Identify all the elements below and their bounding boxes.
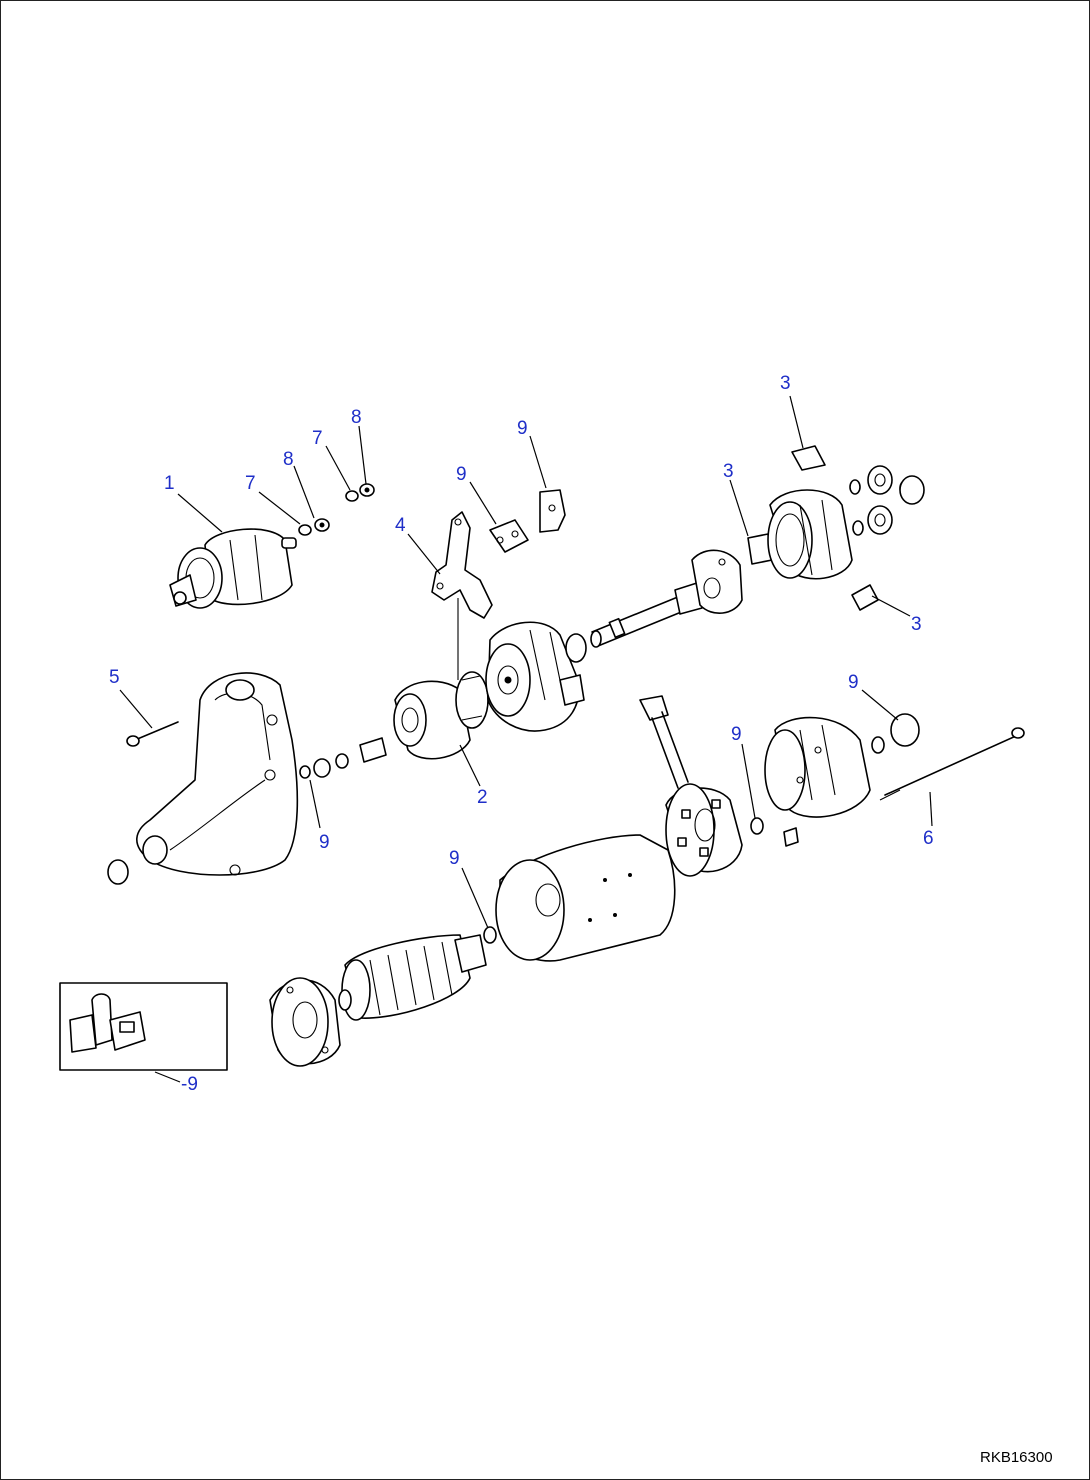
armature	[338, 934, 487, 1021]
terminal-washers-nuts	[298, 483, 375, 536]
pinion-clutch	[393, 671, 489, 760]
housing-bolt	[126, 721, 179, 747]
yoke-washer	[483, 926, 497, 944]
callout-8b: 8	[351, 407, 362, 428]
callout-3a: 3	[723, 461, 734, 482]
rear-cover	[764, 716, 871, 818]
callout-9b: 9	[517, 418, 528, 439]
planetary-shaft	[590, 581, 703, 648]
top-small-block	[791, 445, 826, 471]
internal-gear	[767, 489, 853, 580]
small-bracket-part	[851, 584, 879, 611]
inset-brush-holder	[59, 982, 228, 1071]
brush-holder-plate	[639, 695, 743, 877]
callout-9-inset: -9	[181, 1074, 198, 1095]
yoke	[495, 834, 676, 962]
end-frame	[269, 977, 341, 1067]
gear-housing	[485, 621, 585, 732]
drive-lever	[431, 511, 493, 680]
callout-8a: 8	[283, 449, 294, 470]
callout-2: 2	[477, 787, 488, 808]
callout-labels: 1 7 8 7 8 4 9 9 3 3 3 5 9 2 9 9 6 9 -9	[109, 373, 934, 1095]
callout-3c: 3	[911, 614, 922, 635]
small-nut	[783, 827, 799, 847]
callout-9c: 9	[319, 832, 330, 853]
rear-washer	[871, 736, 885, 754]
callout-4: 4	[395, 515, 406, 536]
shaft-small-parts	[299, 737, 387, 779]
leader-lines	[119, 395, 933, 1083]
figure-code: RKB16300	[980, 1449, 1053, 1466]
end-bushing	[890, 713, 920, 747]
callout-5: 5	[109, 667, 120, 688]
callout-7a: 7	[245, 473, 256, 494]
plate-washer	[750, 817, 764, 835]
solenoid-switch	[169, 528, 297, 609]
front-housing	[107, 672, 299, 885]
callout-9d: 9	[848, 672, 859, 693]
planetary-gears	[849, 465, 925, 536]
callout-9a: 9	[456, 464, 467, 485]
callout-9f: 9	[449, 848, 460, 869]
thrust-washer	[565, 633, 587, 663]
callout-3b: 3	[780, 373, 791, 394]
through-bolt	[879, 727, 1025, 801]
callout-1: 1	[164, 473, 175, 494]
bearing-plate	[691, 549, 743, 614]
brush-holder-parts	[489, 489, 566, 553]
callout-7b: 7	[312, 428, 323, 449]
callout-9e: 9	[731, 724, 742, 745]
callout-6: 6	[923, 828, 934, 849]
